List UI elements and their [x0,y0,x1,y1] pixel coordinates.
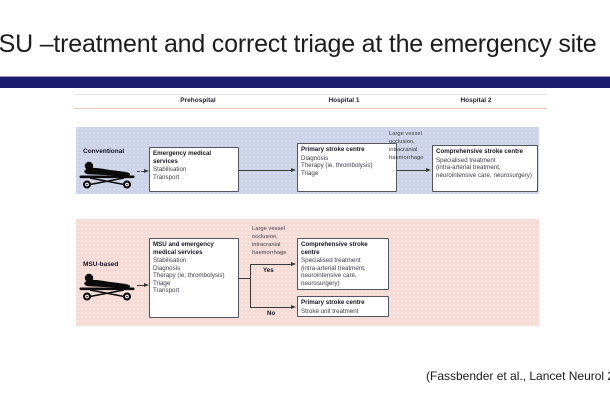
comprehensive-stroke-centre-box: Comprehensive stroke centre Specialised … [432,145,538,192]
patient-on-stretcher-icon [79,273,135,301]
arrowhead-stretcher-to-ems [144,169,149,173]
page-title: MSU –treatment and correct triage at the… [0,30,597,58]
branch-yes-line [250,264,291,265]
figure-top-hairline [74,94,547,95]
msu-ems-box: MSU and emergency medical services Stabi… [149,238,239,318]
primary-stroke-centre-box: Primary stroke centre Diagnosis Therapy … [297,143,397,192]
conventional-panel: Conventional Emergency medical services … [76,127,539,194]
msu-primary-box-body: Stroke unit treatment [301,307,359,315]
arrowhead-ems-to-primary [291,168,296,172]
msu-box-title: MSU and emergency medical services [153,241,214,256]
accent-divider-bar [0,76,610,88]
msu-comprehensive-stroke-centre-box: Comprehensive stroke centre Specialised … [297,238,389,290]
decision-condition-label: Large vessel occlusion, intracranial hae… [252,226,287,256]
msu-primary-stroke-centre-box: Primary stroke centre Stroke unit treatm… [297,296,389,317]
comprehensive-box-body: Specialised treatment (intra-arterial tr… [436,156,532,179]
conventional-panel-label: Conventional [83,148,125,155]
arrow-ems-to-primary [239,170,291,171]
msu-box-body: Stabilisation Diagnosis Therapy (ie, thr… [153,257,225,294]
msu-panel-label: MSU-based [83,261,119,268]
msu-panel: MSU-based MSU and emergency medical serv… [76,219,539,326]
msu-primary-box-title: Primary stroke centre [301,299,365,306]
arrow-stretcher-to-msu [137,285,144,286]
arrowhead-primary-to-comprehensive [426,168,431,172]
arrowhead-stretcher-to-msu [144,283,149,287]
primary-box-title: Primary stroke centre [301,146,365,153]
ems-box: Emergency medical services Stabilisation… [149,147,239,192]
arrowhead-yes-branch [291,262,296,266]
no-label: No [267,310,276,317]
ems-box-title: Emergency medical services [153,150,212,165]
yes-label: Yes [263,267,274,274]
comprehensive-box-title: Comprehensive stroke centre [436,148,524,155]
arrow-primary-to-comprehensive [397,170,426,171]
arrowhead-no-branch [291,305,296,309]
msu-comprehensive-box-body: Specialised treatment (intra-arterial tr… [301,257,366,287]
ems-box-body: Stabilisation Transport [153,166,187,181]
branch-vertical-line [250,264,251,308]
column-header-hospital1: Hospital 1 [328,97,360,104]
primary-box-body: Diagnosis Therapy (ie, thrombolysis) Tri… [301,154,373,177]
citation-text: (Fassbender et al., Lancet Neurol 2 [426,369,610,383]
patient-on-stretcher-icon [79,161,135,189]
msu-comprehensive-box-title: Comprehensive stroke centre [301,241,368,256]
arrow-stretcher-to-ems [137,171,144,172]
column-divider-line [74,108,547,109]
column-header-hospital2: Hospital 2 [460,97,492,104]
column-header-prehospital: Prehospital [180,97,216,104]
branch-no-line [250,307,291,308]
transfer-condition-label: Large vessel occlusion, intracranial hae… [389,131,424,161]
branch-stem-line [239,278,250,279]
